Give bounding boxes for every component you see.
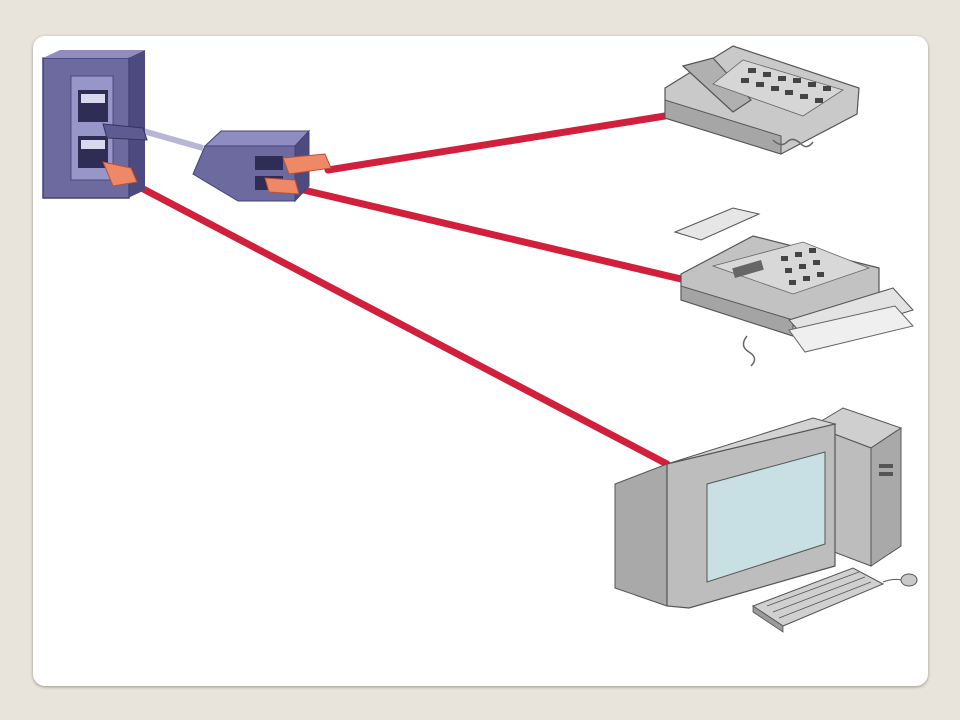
- cable-splitter-to-fax: [291, 184, 685, 283]
- wall-jack-icon: [42, 50, 148, 199]
- telephone-icon: [664, 45, 860, 155]
- slide-canvas: [33, 36, 928, 686]
- cable-outlet-to-splitter: [142, 128, 204, 151]
- desktop-computer-icon: [614, 407, 918, 633]
- network-diagram: [42, 45, 918, 633]
- cable-splitter-to-telephone: [324, 112, 669, 174]
- splitter-icon: [192, 129, 332, 203]
- fax-machine-icon: [673, 207, 914, 367]
- cable-outlet-to-computer: [124, 177, 671, 468]
